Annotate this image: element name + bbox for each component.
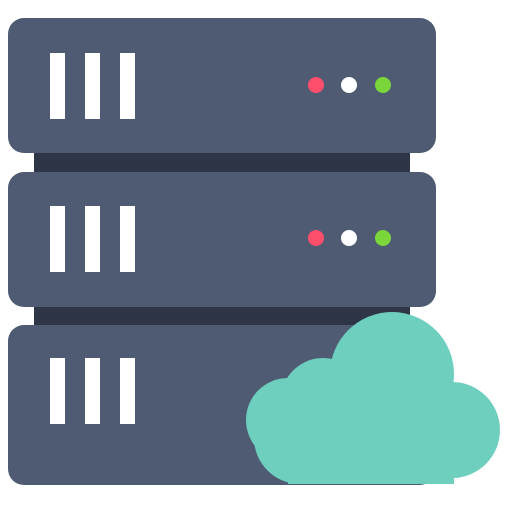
vent-slot [50, 206, 65, 272]
cloud-base [300, 430, 454, 484]
status-led-red [308, 230, 324, 246]
status-led-green [375, 77, 391, 93]
vent-slot [120, 358, 135, 424]
status-led-green [375, 230, 391, 246]
server-unit-top [8, 18, 436, 153]
server-unit-middle [8, 172, 436, 307]
vent-slot [120, 206, 135, 272]
server-gap-top [34, 150, 410, 174]
server-gap-bottom [34, 304, 410, 328]
status-led-white [341, 230, 357, 246]
vent-slot [50, 358, 65, 424]
vent-slot [85, 206, 100, 272]
vent-slot [85, 53, 100, 119]
vent-slot [120, 53, 135, 119]
server-unit-body [8, 18, 436, 153]
status-led-red [308, 77, 324, 93]
cloud-icon [246, 312, 500, 484]
server-unit-body [8, 172, 436, 307]
vent-slot [50, 53, 65, 119]
status-led-white [341, 77, 357, 93]
vent-slot [85, 358, 100, 424]
